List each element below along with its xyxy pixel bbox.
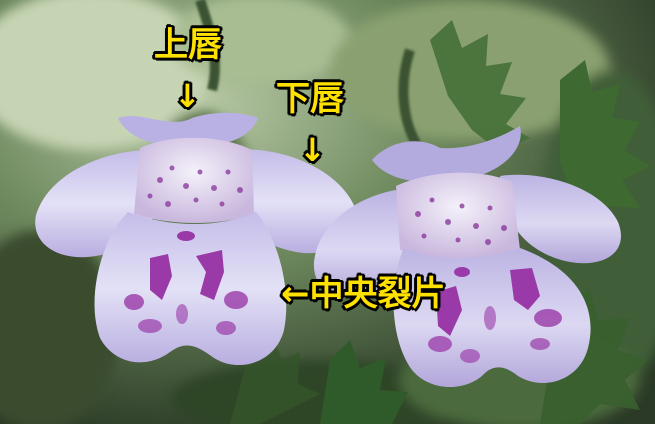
upper-lip-label: 上唇 [154,25,222,65]
stems [195,0,425,153]
middle-lobe-label: ←中央裂片 [281,274,446,314]
flower-right [313,126,621,388]
upper-lip-arrow: ↓ [174,77,201,115]
lower-lip-label: 下唇 [276,79,344,119]
flower-left [35,112,358,366]
lower-lip-arrow: ↓ [299,131,326,169]
